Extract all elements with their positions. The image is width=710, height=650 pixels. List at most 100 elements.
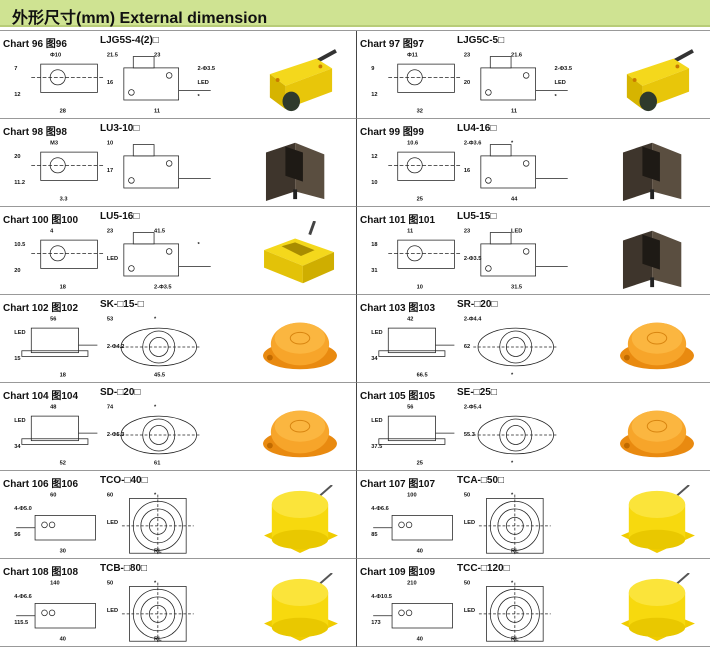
dimension-label: *: [511, 460, 514, 466]
model-name: LU3-10□: [100, 123, 140, 134]
dimension-label: 53: [107, 317, 113, 323]
dimension-label: 2-Φ4.4: [464, 317, 482, 323]
dimension-label: 12: [371, 92, 377, 98]
dimension-label: 11.2: [14, 180, 25, 186]
dimension-label: 9: [371, 66, 374, 72]
dimension-label: 12: [14, 92, 20, 98]
model-name: LJG5C-5□: [457, 35, 505, 46]
product-photo: [263, 410, 337, 458]
dimension-label: 16: [107, 80, 113, 86]
dimension-label: *: [555, 94, 558, 100]
dimension-label: 20: [464, 80, 470, 86]
chart-label: Chart 109 图109: [360, 567, 436, 578]
dimension-label: 11: [511, 108, 517, 114]
chart-label: Chart 96 图96: [3, 39, 67, 50]
dimension-label: LED: [198, 80, 209, 86]
chart-label: Chart 103 图103: [360, 303, 436, 314]
model-name: SE-□25□: [457, 387, 497, 398]
dimension-label: 52: [60, 460, 66, 466]
dimension-label: *: [511, 372, 514, 378]
dimension-label: 23: [464, 53, 470, 59]
product-photo: [622, 142, 682, 202]
product-photo: [621, 485, 695, 554]
dimension-label: *: [511, 581, 514, 587]
dimension-label: 18: [60, 372, 66, 378]
dimension-label: 2-Φ5.4: [464, 405, 482, 411]
dimension-label: 18: [371, 242, 377, 248]
product-photo: [264, 485, 338, 554]
dimension-label: 50: [464, 581, 470, 587]
dimension-label: 16: [464, 168, 470, 174]
chart-label: Chart 108 图108: [3, 567, 79, 578]
dimension-label: 140: [50, 581, 59, 587]
dimension-label: 37.5: [371, 444, 382, 450]
dimension-label: 2-Φ3.5: [464, 256, 482, 262]
dimension-label: 32: [417, 108, 423, 114]
dimension-label: 74: [107, 405, 114, 411]
dimension-label: RL: [511, 548, 519, 554]
product-photo: [269, 49, 337, 112]
dimension-label: *: [511, 493, 514, 499]
dimension-label: 10: [371, 180, 377, 186]
dimension-label: *: [154, 581, 157, 587]
dimension-label: 55.3: [464, 432, 475, 438]
chart-label: Chart 106 图106: [3, 479, 79, 490]
dimension-label: Φ11: [407, 53, 418, 59]
dimension-label: 61: [154, 460, 160, 466]
dimension-label: *: [511, 141, 514, 147]
dimension-label: 60: [107, 493, 113, 499]
product-photo: [620, 410, 694, 458]
dimension-label: 11: [154, 108, 160, 114]
product-photo: [264, 573, 338, 642]
dimension-label: 10: [417, 284, 423, 290]
dimension-label: 42: [407, 317, 413, 323]
dimension-label: 21.6: [511, 53, 522, 59]
dimension-label: LED: [511, 229, 522, 235]
product-photo: [622, 230, 682, 290]
dimension-label: 41.5: [154, 229, 165, 235]
dimension-label: 21.5: [107, 53, 118, 59]
dimension-label: 62: [464, 344, 470, 350]
dimension-label: LED: [371, 330, 382, 336]
dimension-label: LED: [107, 608, 118, 614]
dimension-label: 44: [511, 196, 518, 202]
dimension-label: 25: [417, 460, 423, 466]
model-name: LJG5S-4(2)□: [100, 35, 159, 46]
chart-label: Chart 99 图99: [360, 127, 424, 138]
model-name: TCA-□50□: [457, 475, 505, 486]
product-photo: [265, 142, 325, 202]
dimension-label: 173: [371, 620, 380, 626]
chart-label: Chart 107 图107: [360, 479, 436, 490]
dimension-label: 4-Φ6.6: [14, 594, 32, 600]
dimension-label: 34: [371, 356, 378, 362]
dimension-label: RL: [154, 636, 162, 642]
section-title: 外形尺寸(mm) External dimension: [12, 10, 268, 27]
chart-label: Chart 98 图98: [3, 127, 67, 138]
dimension-label: 100: [407, 493, 416, 499]
dimension-label: 4-Φ5.0: [14, 506, 32, 512]
product-photo: [620, 322, 694, 370]
model-name: LU5-16□: [100, 211, 140, 222]
dimension-label: 50: [464, 493, 470, 499]
dimension-label: *: [198, 94, 201, 100]
model-name: LU5-15□: [457, 211, 497, 222]
product-photo: [263, 322, 337, 370]
dimension-label: LED: [464, 608, 475, 614]
chart-label: Chart 100 图100: [3, 215, 79, 226]
dimension-label: 4-Φ6.6: [371, 506, 389, 512]
dimension-label: 56: [407, 405, 413, 411]
dimension-label: LED: [14, 330, 25, 336]
